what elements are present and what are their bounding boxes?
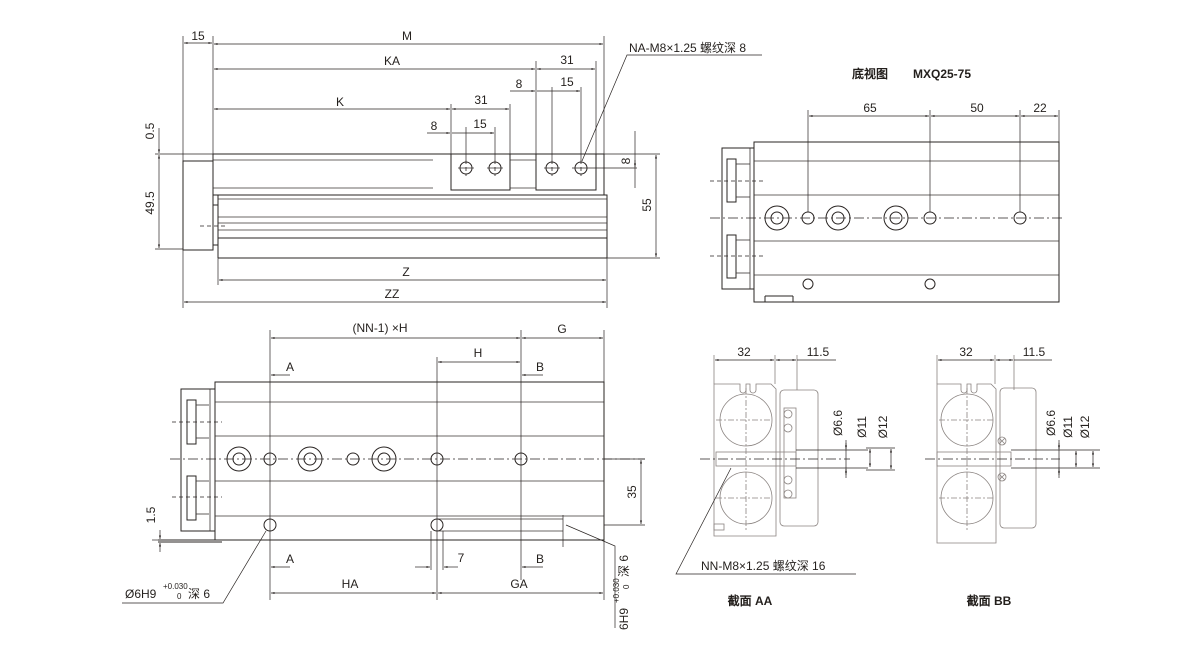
front-view: (NN-1) ×H G H A B A B 7 HA GA 35 1.5 Ø6H…	[122, 321, 645, 630]
counterbore	[825, 205, 851, 231]
top-view: 15 M KA 31 8 15 K 31 8 15 0.5 49.5 55 8 …	[143, 29, 762, 308]
callout-slot: 6H9 +0.030 0 深 6	[612, 555, 631, 630]
hole	[346, 452, 360, 466]
dim-8b: 8	[516, 77, 523, 91]
dim-Z: Z	[402, 265, 409, 279]
callout-na-thread: NA-M8×1.25 螺纹深 8	[629, 41, 746, 55]
tap-hole	[458, 160, 474, 176]
dim-8a: 8	[431, 119, 438, 133]
ball-marker	[997, 472, 1007, 482]
tolerance-lower: 0	[622, 584, 631, 589]
dim-11-5: 11.5	[1023, 345, 1046, 359]
callout-leader	[675, 467, 856, 575]
section-mark-b-top: B	[536, 360, 544, 374]
callout-main: 6H9	[617, 608, 631, 630]
dim-KA: KA	[384, 54, 400, 68]
dim-55: 55	[640, 198, 654, 212]
callout-leader	[122, 530, 267, 604]
counterbore	[371, 446, 397, 472]
callout-nn-thread: NN-M8×1.25 螺纹深 16	[701, 559, 826, 573]
cylinder-body	[217, 194, 608, 239]
dim-phi-6-6: Ø6.6	[1044, 410, 1058, 436]
dim-K: K	[336, 95, 344, 109]
callout-main: Ø6H9	[125, 587, 157, 601]
section-body	[936, 383, 997, 544]
dim-32: 32	[959, 345, 973, 359]
callout-pin-hole: Ø6H9 +0.030 0 深 6	[125, 582, 210, 601]
section-table	[999, 387, 1037, 529]
end-plate	[182, 160, 214, 251]
section-mark-a-bottom: A	[286, 552, 294, 566]
dim-phi-11: Ø11	[1061, 416, 1075, 438]
dim-31a: 31	[474, 93, 488, 107]
mount-block-2	[535, 153, 597, 191]
dim-50: 50	[970, 101, 984, 115]
section-body	[713, 383, 777, 537]
dim-15: 15	[191, 29, 205, 43]
counterbore	[226, 446, 252, 472]
dim-1-5: 1.5	[144, 506, 158, 523]
dim-31b: 31	[560, 53, 574, 67]
callout-leader	[565, 524, 616, 628]
dim-ZZ: ZZ	[385, 287, 400, 301]
bottom-view-title: 底视图	[852, 66, 888, 81]
dim-0-5: 0.5	[143, 122, 157, 139]
tap-hole	[544, 160, 560, 176]
dim-8v: 8	[619, 157, 633, 164]
section-bb: 32 11.5 Ø6.6 Ø11 Ø12 截面 BB	[925, 345, 1100, 608]
mount-block-1	[450, 153, 511, 191]
callout-depth: 深 6	[617, 555, 631, 577]
section-mark-b-bottom: B	[536, 552, 544, 566]
dim-7: 7	[458, 551, 465, 565]
tolerance-lower: 0	[177, 592, 182, 601]
tolerance-upper: +0.030	[612, 578, 621, 603]
dim-22: 22	[1033, 101, 1047, 115]
dim-H: H	[474, 346, 483, 360]
dim-phi-12: Ø12	[1078, 415, 1092, 438]
dim-35: 35	[625, 485, 639, 499]
dim-32: 32	[737, 345, 751, 359]
tap-hole	[487, 160, 503, 176]
dim-65: 65	[863, 101, 877, 115]
tap-hole	[572, 160, 637, 176]
section-mark-a-top: A	[286, 360, 294, 374]
bottom-body	[753, 141, 1060, 303]
ball-marker	[997, 436, 1007, 446]
section-table	[779, 389, 819, 527]
hole	[802, 278, 814, 290]
tolerance-upper: +0.030	[163, 582, 188, 591]
model-label: MXQ25-75	[913, 67, 971, 81]
dim-11-5: 11.5	[807, 345, 830, 359]
dim-phi-12: Ø12	[876, 415, 890, 438]
dim-nn-h: (NN-1) ×H	[352, 321, 407, 335]
bottom-view: 底视图 MXQ25-75 65 50	[710, 66, 1065, 303]
section-aa-label: 截面 AA	[728, 593, 773, 608]
section-aa: 32 11.5 Ø6.6 Ø11 Ø12 NN-M8×1.25 螺纹深 16 截…	[675, 345, 895, 608]
dim-HA: HA	[342, 577, 359, 591]
dim-GA: GA	[510, 577, 527, 591]
section-bb-label: 截面 BB	[967, 593, 1012, 608]
dim-15b: 15	[560, 75, 574, 89]
dim-49-5: 49.5	[143, 191, 157, 215]
counterbore	[764, 205, 790, 231]
dim-phi-11: Ø11	[855, 416, 869, 438]
counterbore	[883, 205, 909, 231]
dim-15a: 15	[473, 117, 487, 131]
callout-depth: 深 6	[188, 587, 210, 601]
dim-M: M	[402, 29, 412, 43]
hole	[924, 278, 936, 290]
counterbore	[297, 446, 323, 472]
callout-leader	[581, 54, 762, 162]
dim-phi-6-6: Ø6.6	[831, 410, 845, 436]
dim-G: G	[557, 322, 566, 336]
